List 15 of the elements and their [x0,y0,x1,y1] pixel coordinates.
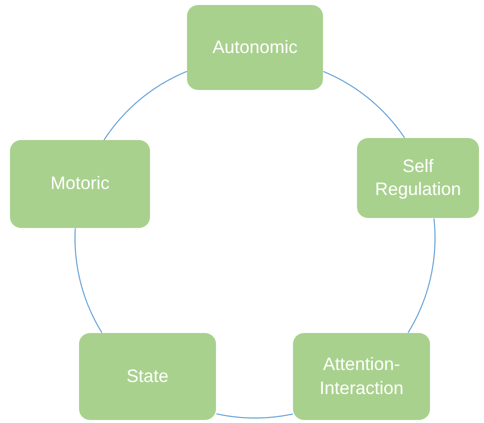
process-box [293,333,430,420]
process-box [79,333,216,420]
connector-arc [74,228,102,334]
process-box [10,140,150,228]
node-label: State [126,364,169,388]
connector-arc [216,413,294,418]
node-label: Motoric [50,172,110,196]
process-box [187,5,323,90]
connector-arc [408,218,436,334]
node-label: Autonomic [212,36,298,59]
process-box [357,138,479,218]
node-label: Self Regulation [374,154,462,201]
node-label: Attention-Interaction [318,353,405,400]
connector-arc [322,71,405,138]
connector-arc [104,70,188,140]
